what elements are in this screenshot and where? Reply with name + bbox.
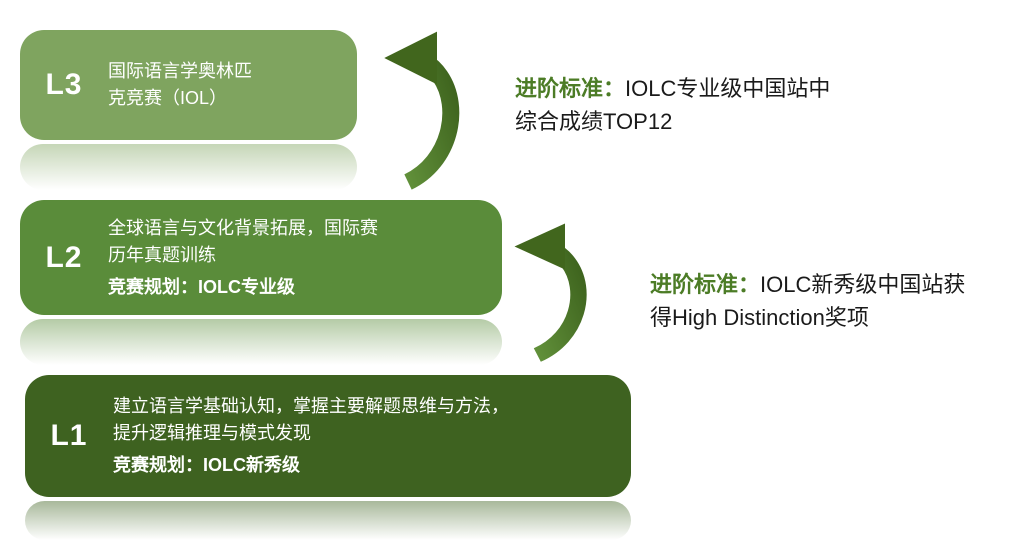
level-l2-reflection (20, 319, 502, 365)
criteria-l3-text: IOLC专业级中国站中综合成绩TOP12 (515, 76, 831, 134)
criteria-l2-text: IOLC新秀级中国站获得High Distinction奖项 (650, 272, 966, 330)
level-l3-description: 国际语言学奥林匹克竞赛（IOL） (108, 61, 252, 108)
level-l1-reflection (25, 501, 631, 540)
criteria-l3-label: 进阶标准： (515, 76, 626, 101)
criteria-l3: 进阶标准：IOLC专业级中国站中综合成绩TOP12 (515, 72, 831, 138)
criteria-l2: 进阶标准：IOLC新秀级中国站获得High Distinction奖项 (650, 268, 966, 334)
level-l2-plan: 竞赛规划：IOLC专业级 (108, 276, 295, 297)
level-l3-reflection (20, 144, 357, 190)
level-l2-description: 全球语言与文化背景拓展，国际赛历年真题训练 (108, 217, 378, 265)
level-box-l3: L3 国际语言学奥林匹克竞赛（IOL） (20, 30, 357, 140)
progression-arrow-l2-to-l3-icon (384, 31, 460, 190)
level-l3-content: 国际语言学奥林匹克竞赛（IOL） (108, 58, 260, 112)
level-l1-content: 建立语言学基础认知，掌握主要解题思维与方法，提升逻辑推理与模式发现 竞赛规划：I… (113, 393, 523, 479)
level-l2-label: L2 (45, 240, 83, 274)
level-l1-label: L1 (50, 419, 88, 452)
level-l1-plan: 竞赛规划：IOLC新秀级 (113, 455, 300, 475)
level-box-l2: L2 全球语言与文化背景拓展，国际赛历年真题训练 竞赛规划：IOLC专业级 (20, 200, 502, 315)
level-l1-description: 建立语言学基础认知，掌握主要解题思维与方法，提升逻辑推理与模式发现 (113, 396, 509, 443)
level-l3-label: L3 (45, 68, 83, 101)
level-box-l1: L1 建立语言学基础认知，掌握主要解题思维与方法，提升逻辑推理与模式发现 竞赛规… (25, 375, 631, 497)
progression-arrow-l1-to-l2-icon (514, 223, 587, 362)
level-l2-content: 全球语言与文化背景拓展，国际赛历年真题训练 竞赛规划：IOLC专业级 (108, 215, 392, 301)
criteria-l2-label: 进阶标准： (650, 272, 761, 297)
